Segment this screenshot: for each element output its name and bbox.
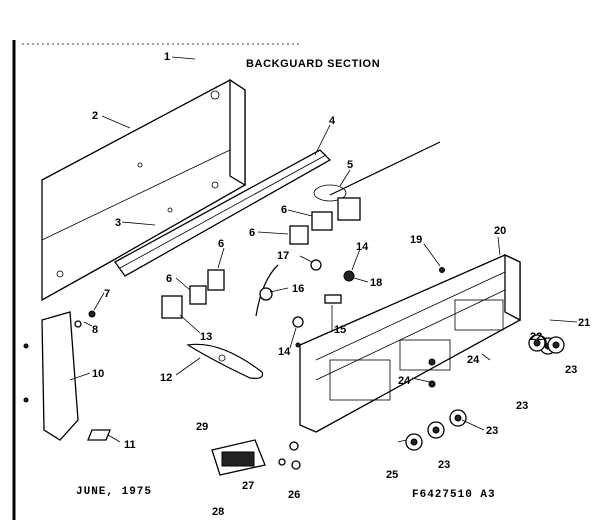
callout-27: 27 bbox=[242, 480, 254, 492]
callout-6d: 6 bbox=[166, 273, 172, 285]
callout-5: 5 bbox=[347, 159, 353, 171]
callout-13: 13 bbox=[200, 331, 212, 343]
callout-23d: 23 bbox=[438, 459, 450, 471]
callout-24a: 24 bbox=[467, 354, 480, 366]
callout-25: 25 bbox=[386, 469, 398, 481]
callout-22: 22 bbox=[530, 331, 542, 343]
callout-23c: 23 bbox=[486, 425, 498, 437]
side-trim bbox=[23, 311, 79, 441]
clip bbox=[87, 429, 111, 441]
callout-6c: 6 bbox=[218, 238, 224, 250]
callout-21: 21 bbox=[578, 317, 590, 329]
drawing-id: F6427510 A3 bbox=[412, 489, 496, 501]
callout-18: 18 bbox=[370, 277, 382, 289]
callout-6b: 6 bbox=[249, 227, 255, 239]
switches bbox=[161, 211, 333, 319]
callout-26: 26 bbox=[288, 489, 300, 501]
callout-24b: 24 bbox=[398, 375, 411, 387]
callout-17: 17 bbox=[277, 250, 289, 262]
wire-harness bbox=[313, 141, 441, 221]
callout-8: 8 bbox=[92, 324, 98, 336]
callout-3: 3 bbox=[115, 217, 121, 229]
callout-4: 4 bbox=[329, 115, 336, 127]
callout-14a: 14 bbox=[356, 241, 369, 253]
callout-6a: 6 bbox=[281, 204, 287, 216]
mounting-rail bbox=[114, 149, 332, 277]
control-knobs bbox=[405, 334, 565, 451]
callout-19: 19 bbox=[410, 234, 422, 246]
callout-2: 2 bbox=[92, 110, 98, 122]
callout-10: 10 bbox=[92, 368, 104, 380]
clock-module bbox=[211, 439, 301, 476]
callout-11: 11 bbox=[124, 439, 136, 451]
date-label: JUNE, 1975 bbox=[76, 486, 152, 498]
callout-16: 16 bbox=[292, 283, 304, 295]
callout-7: 7 bbox=[104, 288, 110, 300]
callout-20: 20 bbox=[494, 225, 506, 237]
callout-23b: 23 bbox=[565, 364, 577, 376]
callout-28: 28 bbox=[212, 506, 224, 518]
callout-1: 1 bbox=[164, 51, 170, 63]
control-panel bbox=[299, 253, 521, 433]
callout-14b: 14 bbox=[278, 346, 291, 358]
control-components bbox=[74, 259, 445, 348]
callout-23a: 23 bbox=[516, 400, 528, 412]
callout-12: 12 bbox=[160, 372, 172, 384]
leader-lines bbox=[69, 56, 578, 443]
callout-15: 15 bbox=[334, 324, 346, 336]
callout-labels: 1 2 3 4 5 6 6 6 6 7 8 10 11 12 13 14 14 … bbox=[92, 51, 590, 518]
diagram-title: BACKGUARD SECTION bbox=[246, 58, 380, 70]
callout-29: 29 bbox=[196, 421, 208, 433]
fluorescent-lamp bbox=[186, 343, 264, 379]
backguard-panel bbox=[41, 78, 246, 302]
